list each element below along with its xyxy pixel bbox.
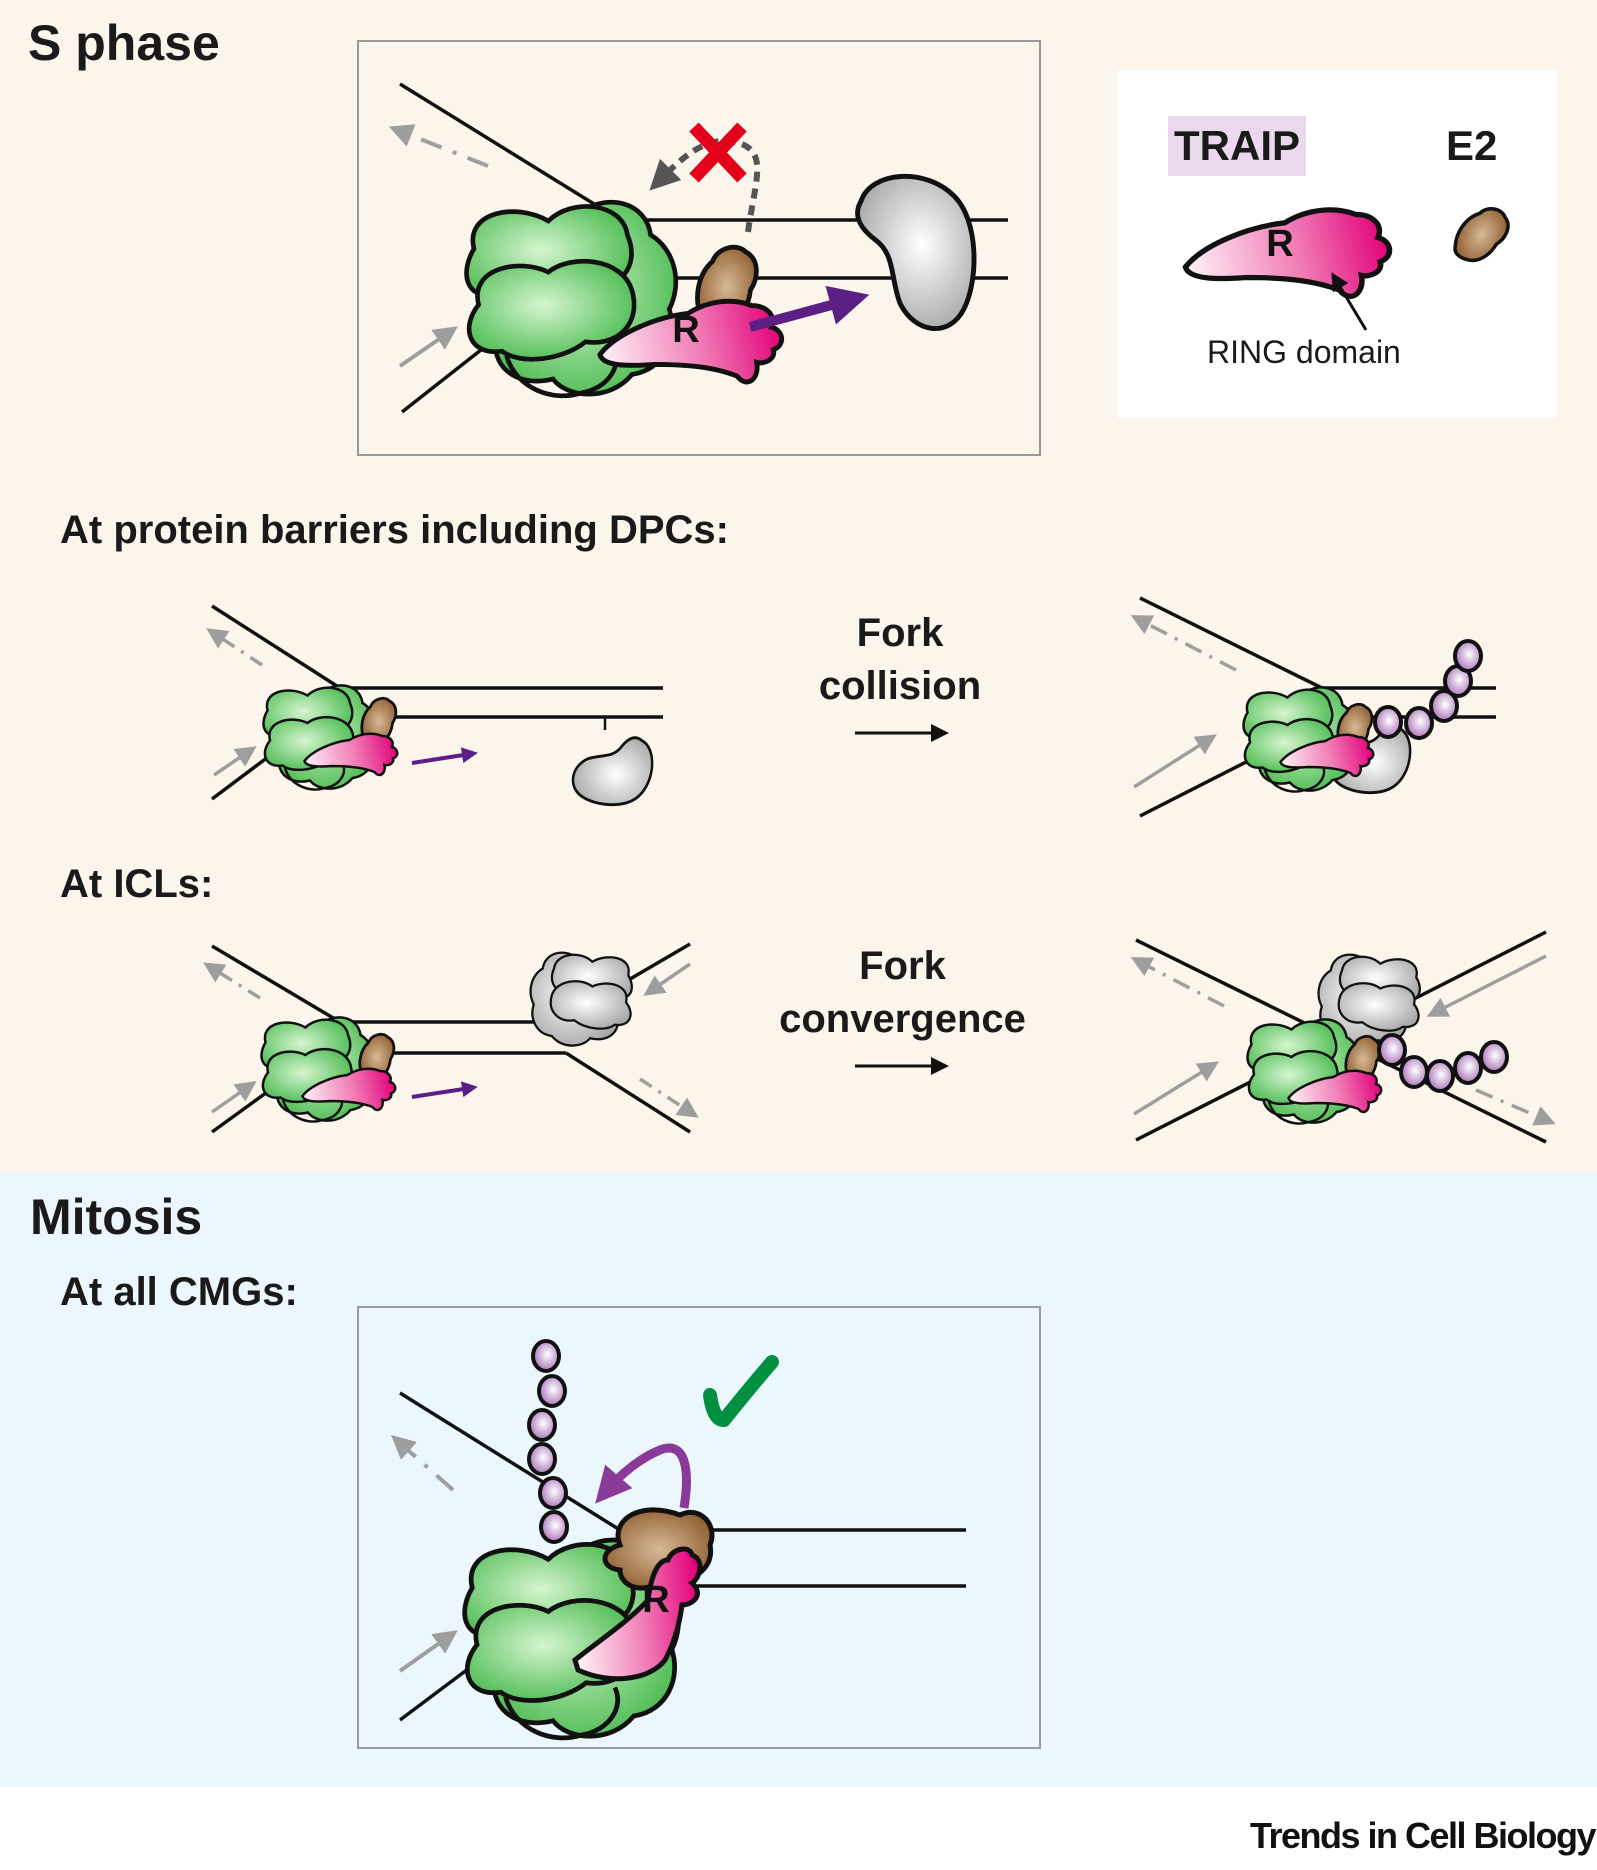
ubiquitin-bead [1399,1055,1429,1089]
lagging-synthesis-arrow [206,628,263,667]
mitosis-title: Mitosis [30,1189,203,1245]
leading-synthesis-arrow [213,746,257,777]
traip-protein [572,1546,703,1682]
ring-letter: R [672,309,699,351]
leading-synthesis-arrow [211,1081,257,1114]
green-check-icon [703,1355,779,1427]
ubiquitin-bead [537,1374,567,1408]
ubiquitin-bead [539,1510,569,1544]
ubiquitin-bead [1479,1040,1509,1074]
legend-e2-label: E2 [1446,122,1498,169]
converging-cmg [529,951,633,1047]
ubiquitin-bead [527,1442,557,1476]
ubiquitin-bead [1453,1051,1483,1085]
converging-lagging-arrow [1475,1088,1556,1126]
mitosis-section [0,1172,1597,1787]
converging-leading-arrow [643,962,691,996]
overview-fork: R [388,82,1008,414]
ubiquitylation-arrow [595,1443,691,1509]
red-cross-icon [689,122,747,183]
icl-after [1130,930,1556,1144]
ring-letter: R [642,1579,669,1621]
icl-before [203,942,699,1134]
fork-collision-label: Fork collision [800,607,1000,713]
barrier-before [206,604,663,810]
leading-synthesis-arrow [398,1630,458,1673]
mitosis-panel [357,1306,1041,1749]
s-phase-title: S phase [28,15,220,71]
legend-artwork: R [1186,197,1516,331]
legend-e2-icon [1447,197,1516,273]
ubiquitin-bead [1453,639,1483,673]
traverse-arrow [411,1081,478,1099]
ubiquitin-bead [1373,705,1403,739]
legend-ring-letter: R [1266,223,1293,265]
converging-lagging-arrow [639,1077,699,1118]
lagging-synthesis-arrow [388,124,489,168]
ubiquitin-bead [1377,1033,1407,1067]
all-cmgs-heading: At all CMGs: [60,1270,298,1314]
ubiquitin-bead [1404,706,1434,740]
ubiquitin-chain [1377,1033,1509,1093]
lagging-synthesis-arrow [1130,957,1225,1008]
fork-convergence-label: Fork convergence [750,940,1055,1046]
leading-synthesis-arrow [398,326,458,368]
traverse-arrow [748,285,870,332]
traverse-arrow [411,747,478,765]
converging-leading-arrow [1426,954,1547,1017]
icls-heading: At ICLs: [60,862,214,906]
ubiquitin-chain [527,1339,569,1544]
lagging-synthesis-arrow [1130,615,1237,672]
barrier-after [1130,596,1496,818]
ubiquitin-bead [531,1339,561,1373]
legend-ring-domain-label: RING domain [1207,334,1401,370]
ring-domain-pointer-arrow [1331,272,1368,331]
lagging-synthesis-arrow [391,1435,455,1492]
lagging-strand-parental [399,82,621,222]
lagging-synthesis-arrow [203,962,261,1000]
fork-collision-line1: Fork [856,611,944,655]
mitosis-fork: R [391,1339,966,1738]
ubiquitin-bead [527,1408,557,1442]
legend-traip-label: TRAIP [1168,116,1306,176]
leading-synthesis-arrow [1133,1061,1219,1116]
fork-collision-line2: collision [818,664,982,708]
dpc-barrier [569,731,656,810]
journal-footer: Trends in Cell Biology [1249,1815,1597,1856]
leading-synthesis-arrow [1133,734,1217,789]
protein-barriers-heading: At protein barriers including DPCs: [60,508,729,552]
protein-barrier [858,176,975,328]
fork-convergence-line1: Fork [859,944,946,988]
fork-convergence-line2: convergence [779,997,1026,1041]
ubiquitin-bead [1425,1059,1455,1093]
s-phase-overview-panel [357,40,1041,456]
ubiquitin-bead [538,1476,568,1510]
